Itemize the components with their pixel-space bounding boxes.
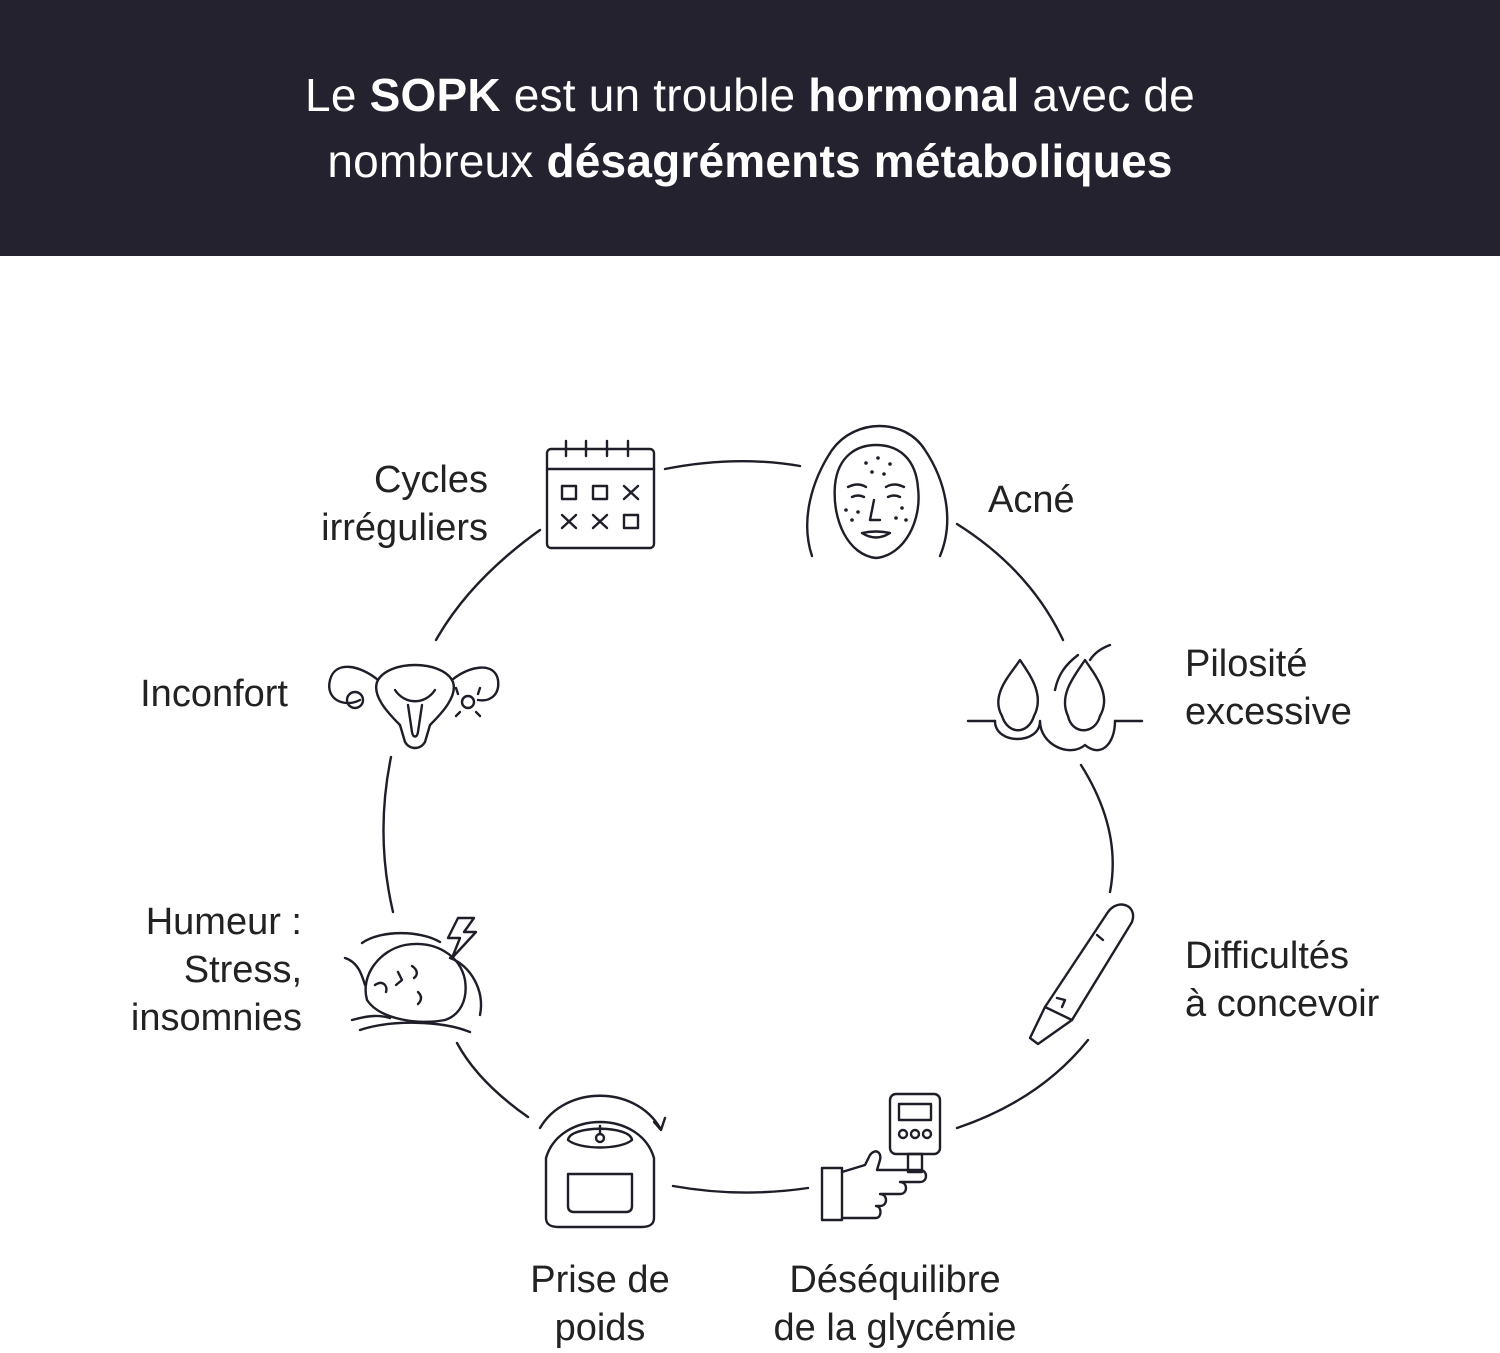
label-desequilibre-glycemie: Déséquilibre de la glycémie bbox=[745, 1256, 1045, 1352]
header-title-line-2: nombreux désagréments métaboliques bbox=[327, 128, 1172, 194]
header-bold-sopk: SOPK bbox=[369, 69, 501, 121]
header-text: nombreux bbox=[327, 135, 547, 187]
stress-sleep-icon bbox=[343, 916, 483, 1034]
uterus-icon bbox=[328, 663, 500, 750]
label-cycles-irreguliers: Cycles irréguliers bbox=[321, 456, 488, 552]
header-text: est un trouble bbox=[500, 69, 809, 121]
calendar-icon bbox=[545, 439, 656, 550]
label-pilosite-excessive: Pilosité excessive bbox=[1185, 640, 1352, 736]
label-line: excessive bbox=[1185, 691, 1352, 733]
label-humeur-stress-insomnies: Humeur : Stress, insomnies bbox=[131, 898, 302, 1042]
label-line: Difficultés bbox=[1185, 935, 1350, 977]
label-line: Pilosité bbox=[1185, 643, 1308, 685]
label-line: Humeur : bbox=[145, 901, 302, 943]
label-line: Prise de bbox=[530, 1259, 670, 1301]
label-acne: Acné bbox=[988, 476, 1075, 524]
hair-follicle-icon bbox=[966, 643, 1144, 752]
label-line: insomnies bbox=[130, 997, 302, 1039]
label-line: à concevoir bbox=[1185, 983, 1380, 1025]
cycle-diagram bbox=[328, 424, 1144, 1229]
label-line: Inconfort bbox=[140, 673, 288, 715]
header-banner: Le SOPK est un trouble hormonal avec de … bbox=[0, 0, 1500, 256]
label-line: poids bbox=[554, 1307, 646, 1349]
header-text: Le bbox=[305, 69, 370, 121]
glucometer-icon bbox=[820, 1092, 942, 1222]
header-bold-hormonal: hormonal bbox=[808, 69, 1020, 121]
face-acne-icon bbox=[806, 424, 949, 560]
pregnancy-test-icon bbox=[1028, 903, 1135, 1046]
label-line: Acné bbox=[988, 479, 1075, 521]
header-bold-desagrements: désagréments métaboliques bbox=[546, 135, 1173, 187]
label-prise-de-poids: Prise de poids bbox=[490, 1256, 710, 1352]
label-line: Stress, bbox=[183, 949, 302, 991]
cycle-ring bbox=[382, 459, 1114, 1194]
label-line: Cycles bbox=[373, 459, 488, 501]
label-inconfort: Inconfort bbox=[140, 670, 288, 718]
header-text: avec de bbox=[1019, 69, 1195, 121]
header-title-line-1: Le SOPK est un trouble hormonal avec de bbox=[305, 62, 1195, 128]
label-line: de la glycémie bbox=[773, 1307, 1017, 1349]
scale-icon bbox=[538, 1094, 667, 1229]
label-line: Déséquilibre bbox=[789, 1259, 1001, 1301]
label-difficultes-a-concevoir: Difficultés à concevoir bbox=[1185, 932, 1379, 1028]
label-line: irréguliers bbox=[321, 507, 488, 549]
acne-dots bbox=[844, 456, 908, 522]
